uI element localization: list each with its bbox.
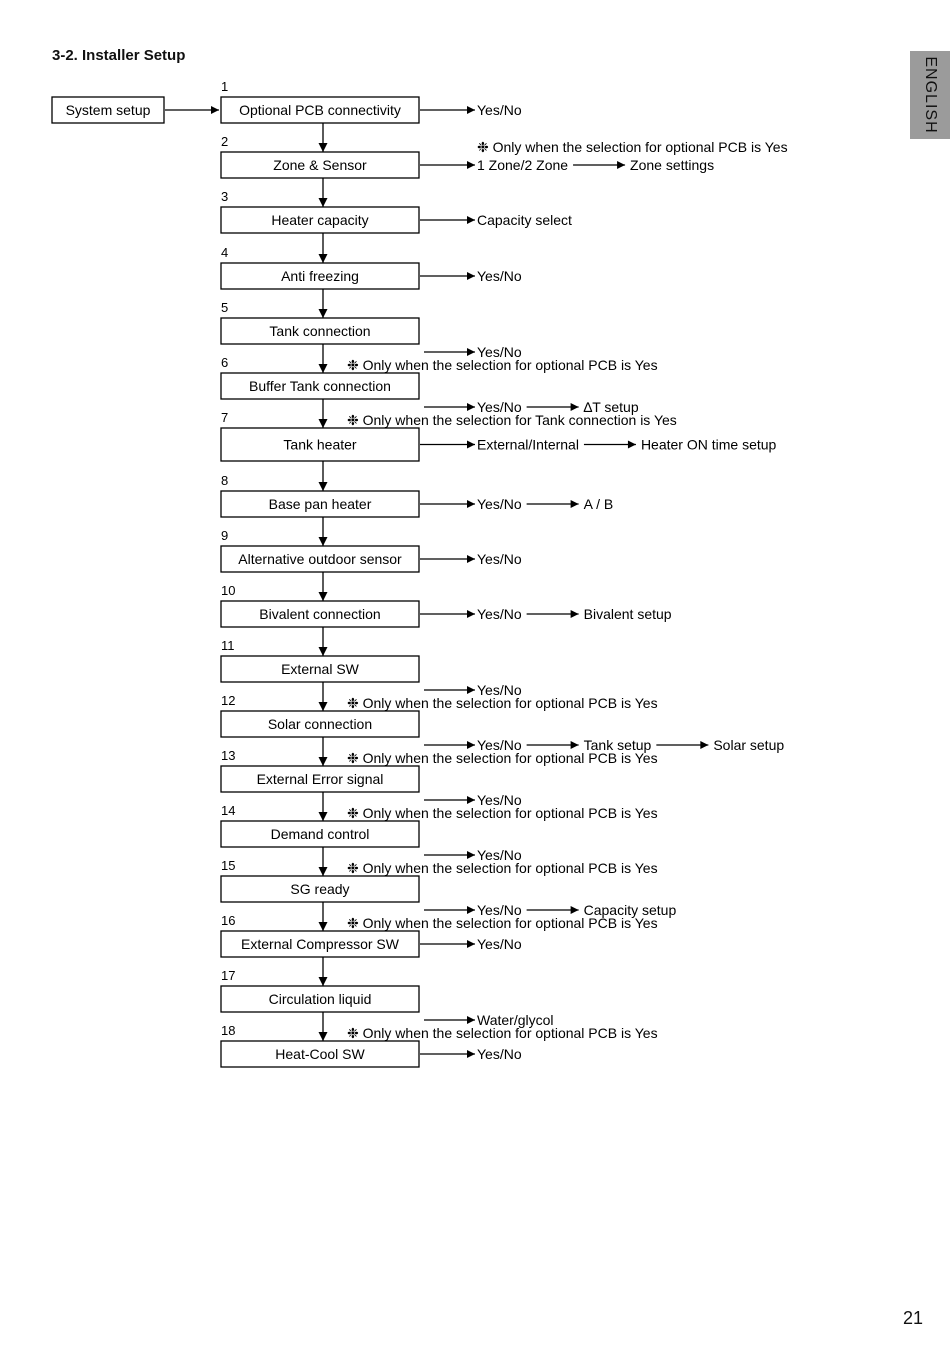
option-label: Heater ON time setup <box>641 437 777 453</box>
step-box <box>220 372 420 400</box>
step-box <box>220 710 420 738</box>
step-box <box>220 985 420 1013</box>
step-box <box>220 206 420 234</box>
step-box-label: Base pan heater <box>269 496 372 512</box>
step-box-label: Optional PCB connectivity <box>239 102 401 118</box>
option-label: Yes/No <box>477 847 522 863</box>
step-box <box>220 262 420 290</box>
step-box <box>220 765 420 793</box>
step-box-label: Circulation liquid <box>269 991 372 1007</box>
step-box-label: Solar connection <box>268 716 372 732</box>
step-number: 1 <box>221 79 228 94</box>
step-number: 4 <box>221 245 228 260</box>
option-label: ∆T setup <box>584 399 639 415</box>
step-number: 5 <box>221 300 228 315</box>
step-number: 9 <box>221 528 228 543</box>
step-box <box>220 317 420 345</box>
step-box-label: External Error signal <box>257 771 384 787</box>
step-box-label: Heater capacity <box>271 212 368 228</box>
option-label: Yes/No <box>477 682 522 698</box>
option-label: Zone settings <box>630 157 714 173</box>
option-label: Capacity select <box>477 212 572 228</box>
condition-note: ❉ Only when the selection for optional P… <box>347 750 658 766</box>
condition-note: ❉ Only when the selection for optional P… <box>347 915 658 931</box>
step-number: 17 <box>221 968 235 983</box>
step-number: 3 <box>221 189 228 204</box>
step-number: 11 <box>221 638 235 653</box>
step-box-label: SG ready <box>290 881 349 897</box>
option-label: Yes/No <box>477 1046 522 1062</box>
step-box-label: Demand control <box>271 826 370 842</box>
option-label: Yes/No <box>477 399 522 415</box>
step-number: 10 <box>221 583 235 598</box>
option-label: Yes/No <box>477 268 522 284</box>
page-number: 21 <box>902 1308 923 1328</box>
option-label: Water/glycol <box>477 1012 554 1028</box>
step-box <box>220 545 420 573</box>
condition-note: ❉ Only when the selection for optional P… <box>347 695 658 711</box>
option-label: Yes/No <box>477 344 522 360</box>
step-box <box>220 427 420 462</box>
condition-note: ❉ Only when the selection for optional P… <box>477 139 788 155</box>
option-label: Bivalent setup <box>584 606 672 622</box>
step-box <box>220 930 420 958</box>
option-label: Tank setup <box>584 737 652 753</box>
option-label: Yes/No <box>477 496 522 512</box>
option-label: Solar setup <box>713 737 784 753</box>
step-box-label: External SW <box>281 661 360 677</box>
step-box-label: Tank heater <box>283 437 356 453</box>
option-label: A / B <box>584 496 614 512</box>
step-box <box>220 600 420 628</box>
step-box-label: Zone & Sensor <box>273 157 367 173</box>
step-box <box>220 151 420 179</box>
step-number: 2 <box>221 134 228 149</box>
option-label: Yes/No <box>477 936 522 952</box>
start-box-label: System setup <box>66 102 151 118</box>
step-box <box>220 1040 420 1068</box>
condition-note: ❉ Only when the selection for Tank conne… <box>347 412 677 428</box>
option-label: Yes/No <box>477 102 522 118</box>
option-label: Yes/No <box>477 902 522 918</box>
step-box <box>220 655 420 683</box>
option-label: Yes/No <box>477 737 522 753</box>
step-box-label: Buffer Tank connection <box>249 378 391 394</box>
step-box-label: Heat-Cool SW <box>275 1046 365 1062</box>
step-number: 8 <box>221 473 228 488</box>
step-number: 7 <box>221 410 228 425</box>
step-number: 12 <box>221 693 235 708</box>
step-number: 15 <box>221 858 235 873</box>
condition-note: ❉ Only when the selection for optional P… <box>347 805 658 821</box>
option-label: External/Internal <box>477 437 579 453</box>
step-box <box>220 875 420 903</box>
step-box <box>220 96 420 124</box>
option-label: Yes/No <box>477 606 522 622</box>
step-number: 18 <box>221 1023 235 1038</box>
step-number: 6 <box>221 355 228 370</box>
option-label: Capacity setup <box>584 902 677 918</box>
step-number: 14 <box>221 803 235 818</box>
option-label: Yes/No <box>477 792 522 808</box>
step-box <box>220 820 420 848</box>
step-number: 16 <box>221 913 235 928</box>
step-number: 13 <box>221 748 235 763</box>
option-label: Yes/No <box>477 551 522 567</box>
condition-note: ❉ Only when the selection for optional P… <box>347 1025 658 1041</box>
page-title: 3-2. Installer Setup <box>52 47 186 64</box>
start-box <box>51 96 165 124</box>
condition-note: ❉ Only when the selection for optional P… <box>347 860 658 876</box>
condition-note: ❉ Only when the selection for optional P… <box>347 357 658 373</box>
step-box-label: Tank connection <box>269 323 370 339</box>
language-tab: ENGLISH <box>910 51 950 139</box>
step-box-label: Anti freezing <box>281 268 359 284</box>
step-box-label: External Compressor SW <box>241 936 400 952</box>
option-label: 1 Zone/2 Zone <box>477 157 568 173</box>
step-box-label: Bivalent connection <box>259 606 380 622</box>
step-box <box>220 490 420 518</box>
step-box-label: Alternative outdoor sensor <box>238 551 402 567</box>
